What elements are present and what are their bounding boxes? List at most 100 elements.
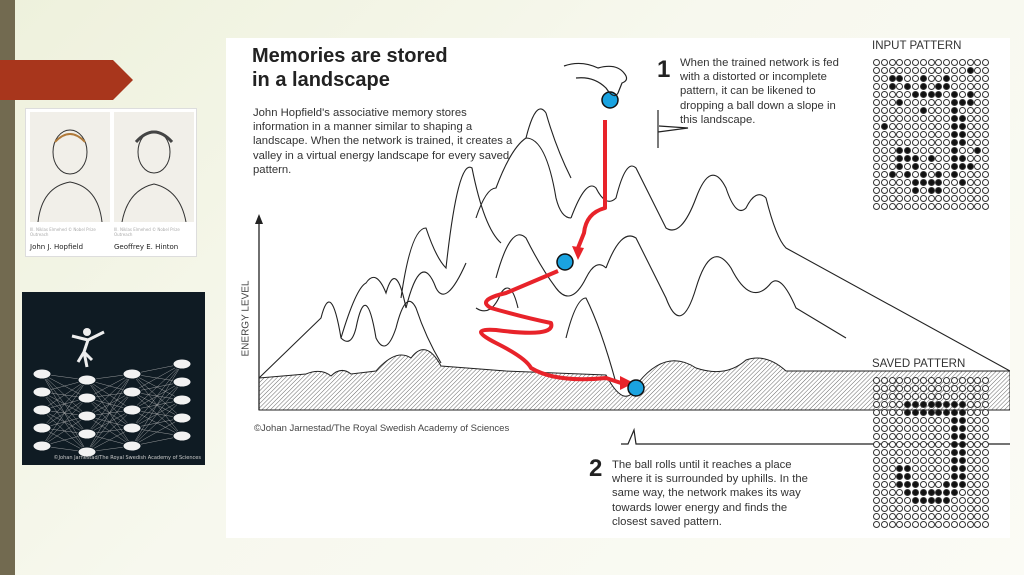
pattern-dot-empty (873, 521, 880, 528)
pattern-dot-empty (880, 481, 888, 488)
pattern-dot-empty (904, 99, 912, 106)
pattern-dot-empty (880, 187, 888, 194)
network-node (32, 404, 52, 416)
pattern-dot-empty (982, 91, 990, 98)
pattern-dot-empty (888, 163, 896, 170)
pattern-dot-empty (966, 441, 974, 448)
pattern-dot-filled (919, 171, 927, 178)
pattern-dot-filled (927, 409, 935, 416)
pattern-dot-empty (880, 497, 888, 504)
pattern-dot-filled (888, 83, 896, 90)
pattern-dot-filled (904, 171, 912, 178)
pattern-dot-empty (974, 163, 982, 170)
pattern-dot-empty (974, 497, 982, 504)
pattern-dot-empty (927, 385, 935, 392)
pattern-dot-empty (966, 489, 974, 496)
pattern-dot-filled (935, 409, 943, 416)
pattern-dot-empty (896, 203, 904, 210)
network-node (77, 374, 97, 386)
pattern-dot-empty (919, 441, 927, 448)
pattern-dot-empty (943, 67, 951, 74)
pattern-dot-filled (896, 147, 904, 154)
pattern-dot-empty (880, 417, 888, 424)
pattern-dot-empty (873, 449, 880, 456)
network-connection (86, 373, 133, 399)
pattern-dot-empty (911, 457, 919, 464)
pattern-dot-filled (927, 179, 935, 186)
pattern-dot-empty (888, 115, 896, 122)
pattern-dot-empty (911, 473, 919, 480)
pattern-dot-empty (896, 433, 904, 440)
ball-path-arrow (479, 120, 622, 385)
pattern-dot-filled (935, 401, 943, 408)
pattern-dot-empty (974, 385, 982, 392)
pattern-dot-empty (911, 505, 919, 512)
pattern-dot-empty (919, 417, 927, 424)
pattern-dot-empty (873, 473, 880, 480)
pattern-dot-filled (943, 489, 951, 496)
pattern-dot-empty (966, 203, 974, 210)
pattern-dot-empty (888, 409, 896, 416)
pattern-dot-empty (935, 59, 943, 66)
pattern-dot-empty (919, 457, 927, 464)
network-connection (131, 363, 183, 393)
pattern-dot-empty (880, 513, 888, 520)
pattern-dot-empty (919, 195, 927, 202)
pattern-dot-empty (943, 505, 951, 512)
pattern-dot-filled (950, 417, 958, 424)
pattern-dot-empty (982, 393, 990, 400)
network-connection (86, 409, 133, 453)
pattern-dot-empty (919, 67, 927, 74)
step-number: 1 (657, 56, 671, 83)
hand-icon (563, 62, 628, 97)
pattern-dot-empty (943, 377, 951, 384)
pattern-dot-empty (888, 497, 896, 504)
pattern-dot-empty (919, 131, 927, 138)
pattern-dot-empty (888, 481, 896, 488)
pattern-dot-empty (896, 385, 904, 392)
pattern-dot-empty (974, 75, 982, 82)
pattern-dot-empty (958, 521, 966, 528)
pattern-dot-empty (873, 417, 880, 424)
pattern-dot-empty (911, 385, 919, 392)
pattern-dot-empty (966, 123, 974, 130)
pattern-dot-filled (950, 147, 958, 154)
pattern-dot-empty (911, 147, 919, 154)
pattern-dot-empty (888, 107, 896, 114)
network-node (172, 376, 192, 388)
pattern-dot-empty (904, 497, 912, 504)
pattern-dot-empty (982, 433, 990, 440)
network-node (77, 392, 97, 404)
pattern-dot-empty (935, 203, 943, 210)
pattern-dot-filled (958, 425, 966, 432)
pattern-dot-empty (974, 481, 982, 488)
y-axis-label: ENERGY LEVEL (240, 280, 252, 357)
pattern-dot-filled (958, 115, 966, 122)
pattern-dot-empty (982, 409, 990, 416)
pattern-dot-empty (974, 195, 982, 202)
pattern-dot-empty (966, 481, 974, 488)
pattern-dot-empty (943, 147, 951, 154)
pattern-dot-empty (888, 131, 896, 138)
pattern-dot-empty (873, 67, 880, 74)
pattern-dot-empty (873, 171, 880, 178)
network-node (122, 386, 142, 398)
pattern-dot-empty (888, 59, 896, 66)
pattern-dot-filled (896, 155, 904, 162)
pattern-dot-empty (958, 83, 966, 90)
pattern-dot-empty (958, 195, 966, 202)
pattern-dot-empty (974, 505, 982, 512)
pattern-dot-empty (935, 155, 943, 162)
pattern-dot-empty (943, 91, 951, 98)
pattern-dot-empty (927, 521, 935, 528)
pattern-dot-empty (880, 465, 888, 472)
pattern-dot-empty (927, 425, 935, 432)
intro-text: John Hopfield's associative memory store… (253, 107, 513, 176)
pattern-dot-filled (911, 489, 919, 496)
step-1-text: When the trained network is fed with a d… (680, 57, 839, 126)
pattern-dot-empty (943, 203, 951, 210)
pattern-dot-empty (943, 99, 951, 106)
pattern-dot-empty (982, 123, 990, 130)
pattern-dot-empty (919, 203, 927, 210)
